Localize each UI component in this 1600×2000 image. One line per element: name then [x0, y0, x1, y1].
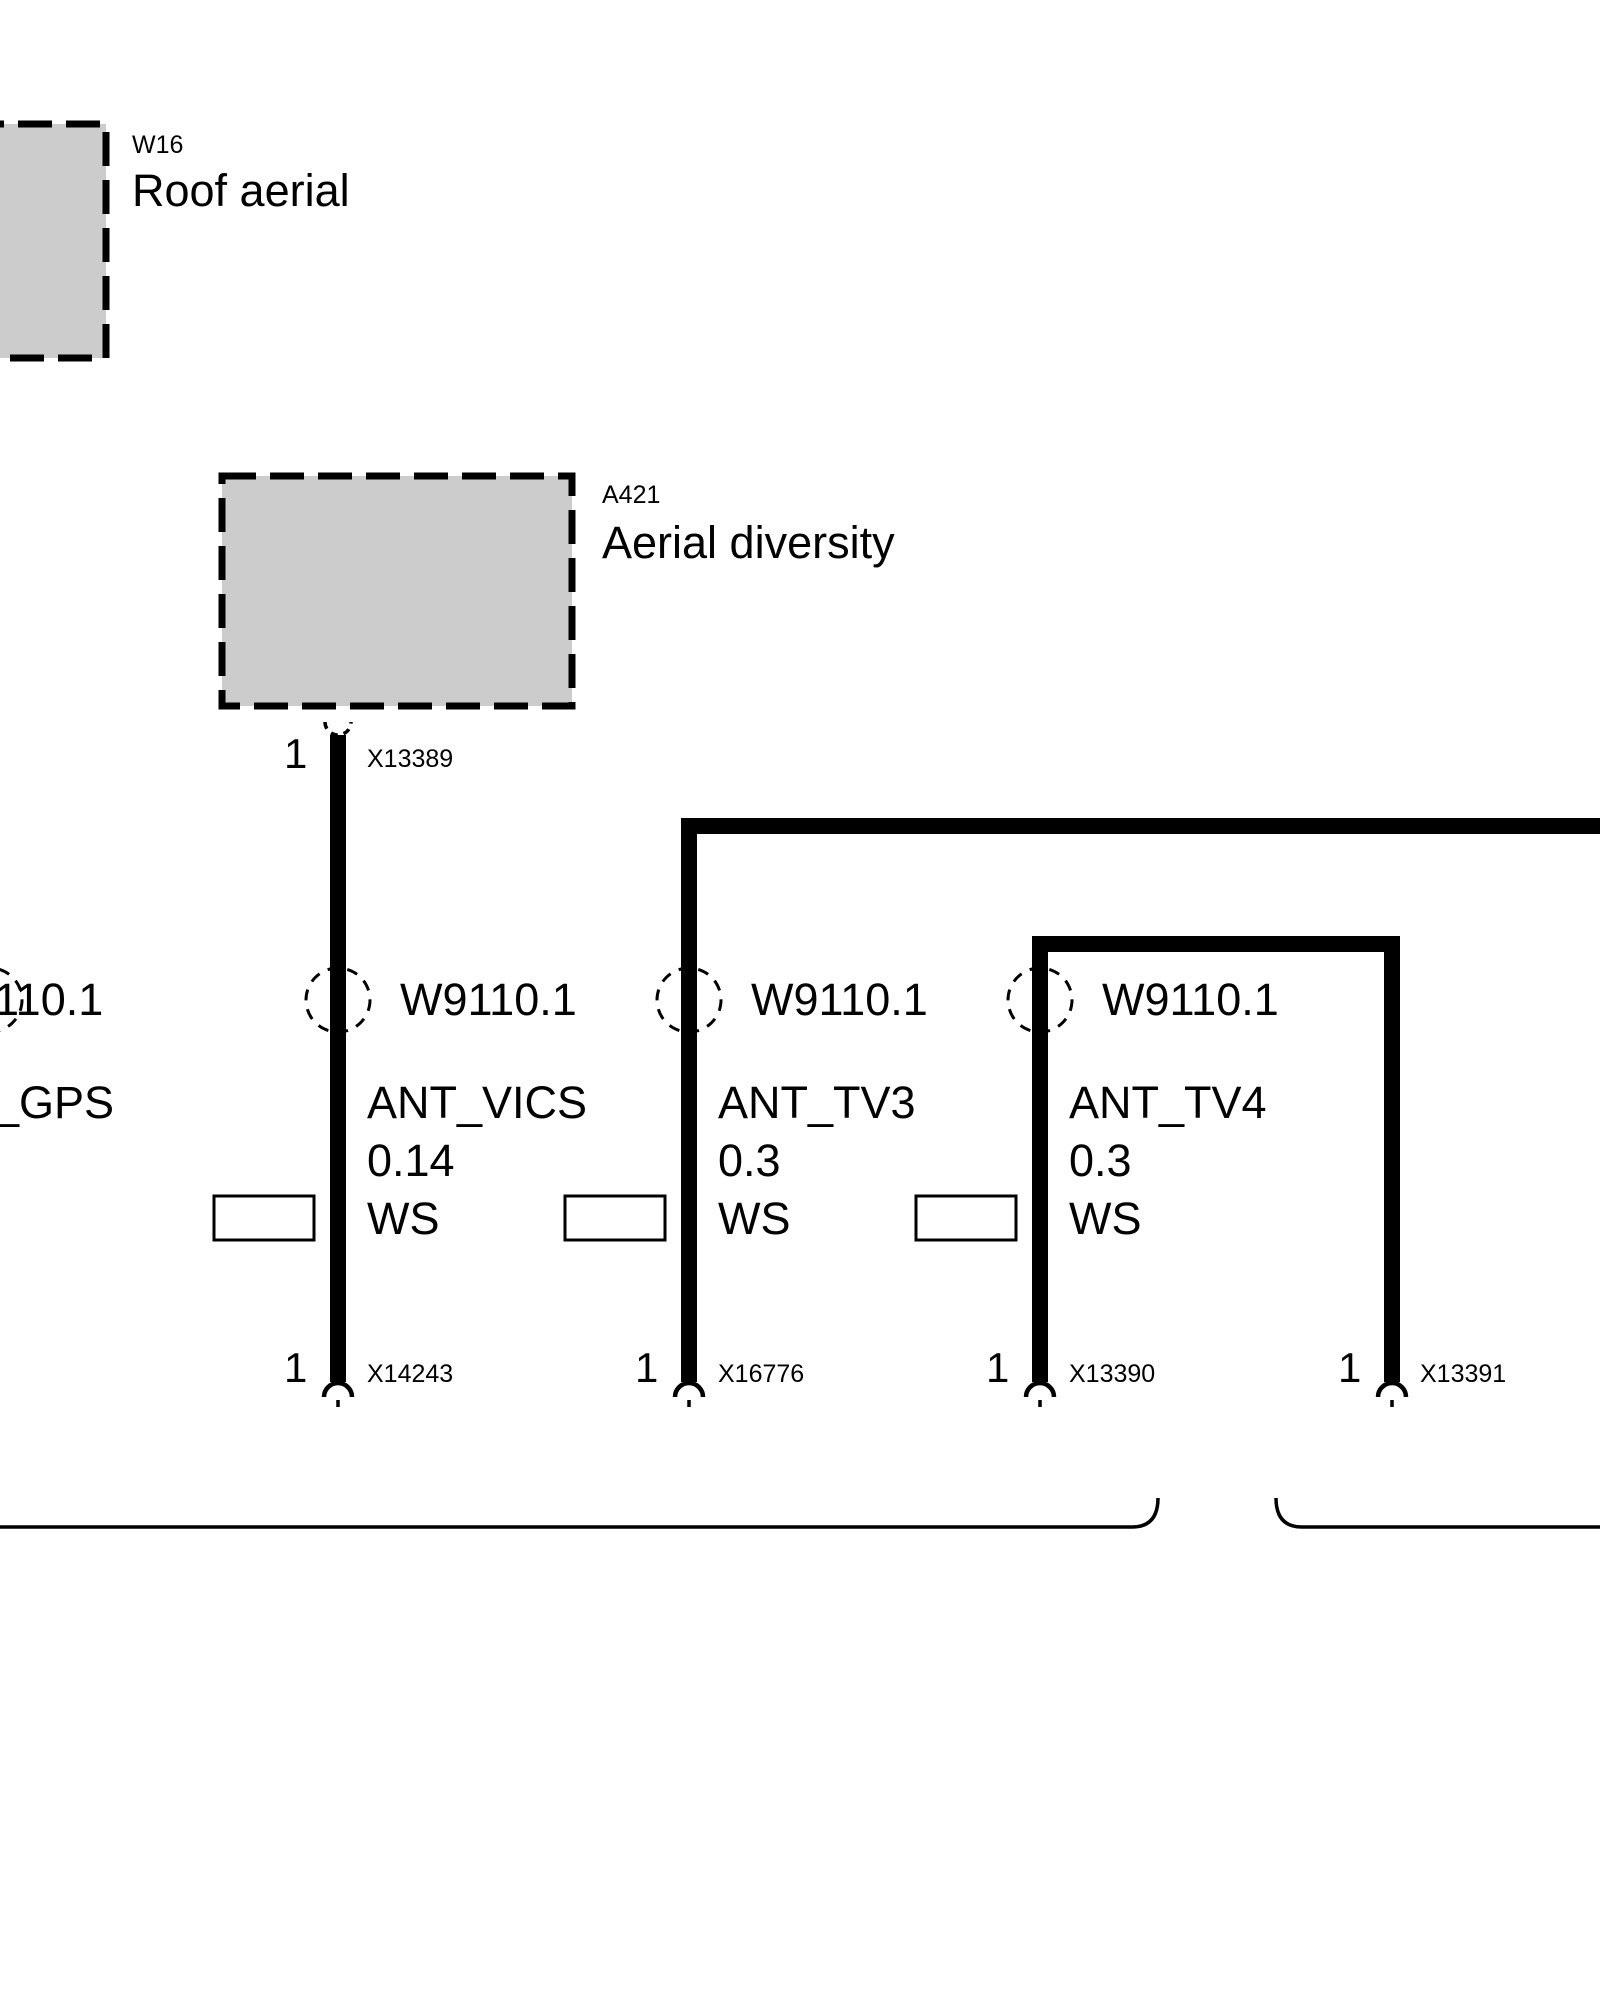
connector-x16776-id: X16776 [718, 1360, 804, 1388]
connector-x13390-id: X13390 [1069, 1360, 1155, 1388]
shield-symbol-tv3 [655, 966, 723, 1034]
roof-aerial-label: Roof aerial [132, 165, 350, 216]
connector-x13389-pin: 1 [284, 730, 307, 777]
connector-x13389-symbol [323, 721, 353, 737]
color-tv3: WS [718, 1193, 791, 1244]
connector-x13390-pin: 1 [986, 1344, 1009, 1391]
connector-x13391-id: X13391 [1420, 1360, 1506, 1388]
connector-x16776-symbol [672, 1380, 706, 1398]
wire-ant-tv3[interactable] [681, 818, 1600, 1382]
shield-symbol-partial [0, 968, 24, 1032]
cross-section-tv4: 0.3 [1069, 1135, 1132, 1186]
connector-x13391-symbol [1375, 1380, 1409, 1398]
connector-x13391[interactable] [1375, 1380, 1409, 1412]
connector-x13391-pin: 1 [1338, 1344, 1361, 1391]
signal-label-tv4: ANT_TV4 [1069, 1077, 1267, 1128]
group-brace-right [1274, 1497, 1600, 1529]
roof-aerial-component[interactable] [0, 120, 110, 362]
signal-label-partial: _GPS [0, 1077, 114, 1128]
aerial-diversity-code: A421 [602, 481, 660, 509]
signal-label-vics: ANT_VICS [367, 1077, 587, 1128]
group-brace-left [0, 1497, 1160, 1529]
aerial-diversity-label: Aerial diversity [602, 517, 895, 568]
color-vics: WS [367, 1193, 440, 1244]
connector-x14243-symbol [321, 1380, 355, 1398]
connector-x13390-symbol [1023, 1380, 1057, 1398]
wire-ant-tv4-loop[interactable] [1032, 936, 1400, 1382]
connector-x16776-pin: 1 [635, 1344, 658, 1391]
aerial-diversity-component[interactable] [218, 472, 576, 710]
shield-label-vics: W9110.1 [400, 974, 577, 1025]
wire-tag-tv3 [563, 1194, 667, 1242]
connector-x16776[interactable] [672, 1380, 706, 1412]
roof-aerial-box [0, 120, 110, 362]
shield-label-partial: 110.1 [0, 974, 103, 1025]
cross-section-tv3: 0.3 [718, 1135, 781, 1186]
shield-symbol-tv4 [1006, 966, 1074, 1034]
shield-label-tv3: W9110.1 [751, 974, 928, 1025]
connector-x13389-id: X13389 [367, 745, 453, 773]
connector-x14243-id: X14243 [367, 1360, 453, 1388]
wire-tag-tv4 [914, 1194, 1018, 1242]
roof-aerial-code: W16 [132, 131, 183, 159]
connector-x13390[interactable] [1023, 1380, 1057, 1412]
shield-symbol-vics [304, 966, 372, 1034]
connector-x14243-pin: 1 [284, 1344, 307, 1391]
signal-label-tv3: ANT_TV3 [718, 1077, 916, 1128]
cross-section-vics: 0.14 [367, 1135, 455, 1186]
wire-tag-vics [212, 1194, 316, 1242]
color-tv4: WS [1069, 1193, 1142, 1244]
aerial-diversity-box [218, 472, 576, 710]
connector-x14243[interactable] [321, 1380, 355, 1412]
shield-label-tv4: W9110.1 [1102, 974, 1279, 1025]
